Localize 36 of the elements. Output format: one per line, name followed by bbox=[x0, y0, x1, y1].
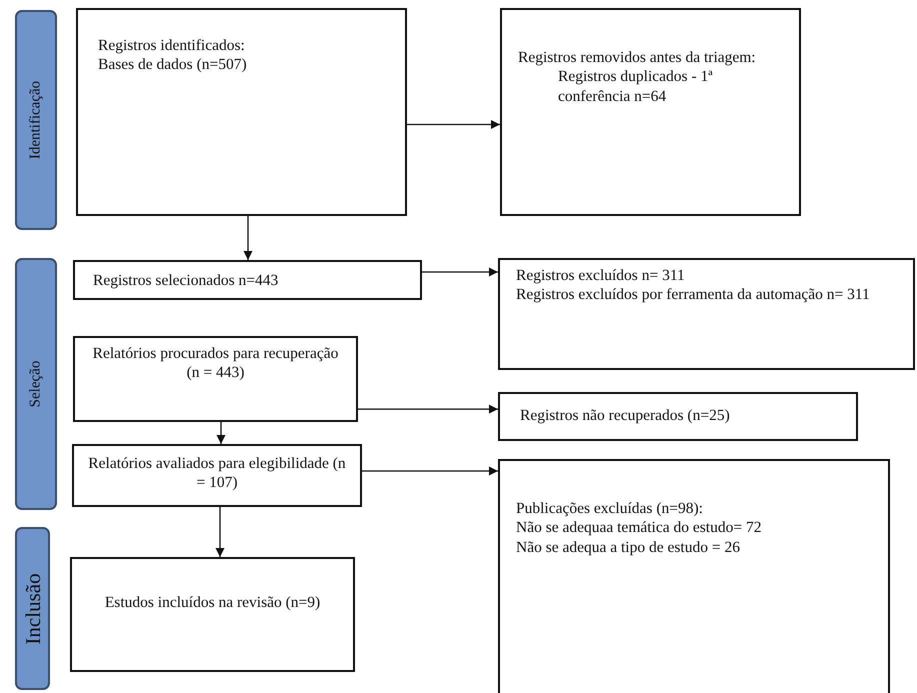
arrow bbox=[358, 404, 498, 414]
process-box bbox=[70, 557, 355, 672]
arrow bbox=[362, 466, 498, 476]
box-text: Relatórios procurados para recuperação (n = 443) bbox=[92, 344, 340, 383]
arrow bbox=[216, 507, 224, 557]
box-text: Registros excluídos por ferramenta da automação n= 311 bbox=[516, 285, 871, 305]
process-box bbox=[498, 258, 915, 370]
box-text: Registros removidos antes da triagem: bbox=[518, 48, 757, 68]
stage-label: Inclusão bbox=[19, 572, 46, 644]
box-text: Registros duplicados - 1ª conferência n=64 bbox=[557, 67, 714, 106]
stage-band bbox=[15, 527, 50, 690]
box-text: Bases de dados (n=507) bbox=[98, 55, 248, 75]
box-text: Não se adequaa temática do estudo= 72 bbox=[516, 518, 762, 538]
stage-label: Seleção bbox=[26, 360, 45, 408]
arrow bbox=[216, 422, 226, 444]
arrow bbox=[422, 268, 498, 276]
box-text: Publicações excluídas (n=98): bbox=[516, 499, 704, 518]
process-box bbox=[72, 444, 362, 507]
box-text: Não se adequa a tipo de estudo = 26 bbox=[516, 538, 741, 558]
process-box bbox=[76, 8, 407, 216]
box-text: Registros selecionados n=443 bbox=[93, 271, 280, 290]
box-text: Registros não recuperados (n=25) bbox=[520, 406, 731, 426]
stage-band bbox=[15, 258, 57, 510]
process-box bbox=[498, 392, 858, 441]
box-text: Estudos incluídos na revisão (n=9) bbox=[104, 593, 322, 612]
arrow bbox=[244, 216, 252, 260]
process-box bbox=[73, 336, 358, 422]
box-text: Registros identificados: bbox=[98, 36, 246, 56]
box-text: Registros excluídos n= 311 bbox=[516, 266, 686, 286]
process-box bbox=[73, 260, 422, 300]
arrow bbox=[407, 120, 500, 129]
stage-band bbox=[15, 10, 57, 230]
stage-label: Identificação bbox=[26, 80, 45, 160]
box-text: Relatórios avaliados para elegibilidade (n = 107) bbox=[87, 454, 347, 493]
process-box bbox=[500, 8, 801, 216]
process-box bbox=[498, 459, 890, 693]
